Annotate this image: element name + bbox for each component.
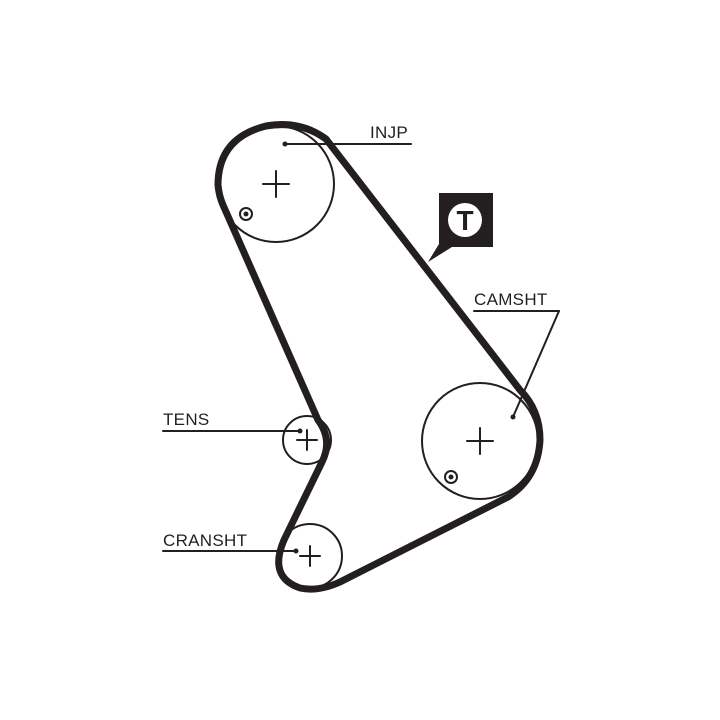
injp-timing-mark-icon	[239, 207, 253, 221]
tens-pulley	[282, 415, 332, 465]
injp-label: INJP	[370, 123, 408, 142]
injp-leader-line	[282, 141, 412, 147]
tens-leader-line	[162, 428, 303, 434]
camsht-pulley	[421, 382, 539, 500]
tens-label: TENS	[163, 410, 210, 429]
injp-pulley	[217, 125, 335, 243]
tensioner-badge-icon: T	[428, 193, 493, 262]
cransht-leader-line	[162, 548, 299, 554]
cransht-label: CRANSHT	[163, 531, 247, 550]
cransht-pulley	[277, 523, 343, 589]
camsht-timing-mark-icon	[444, 470, 458, 484]
camsht-label: CAMSHT	[474, 290, 548, 309]
camsht-leader-line	[473, 310, 560, 420]
badge-letter: T	[456, 205, 473, 236]
